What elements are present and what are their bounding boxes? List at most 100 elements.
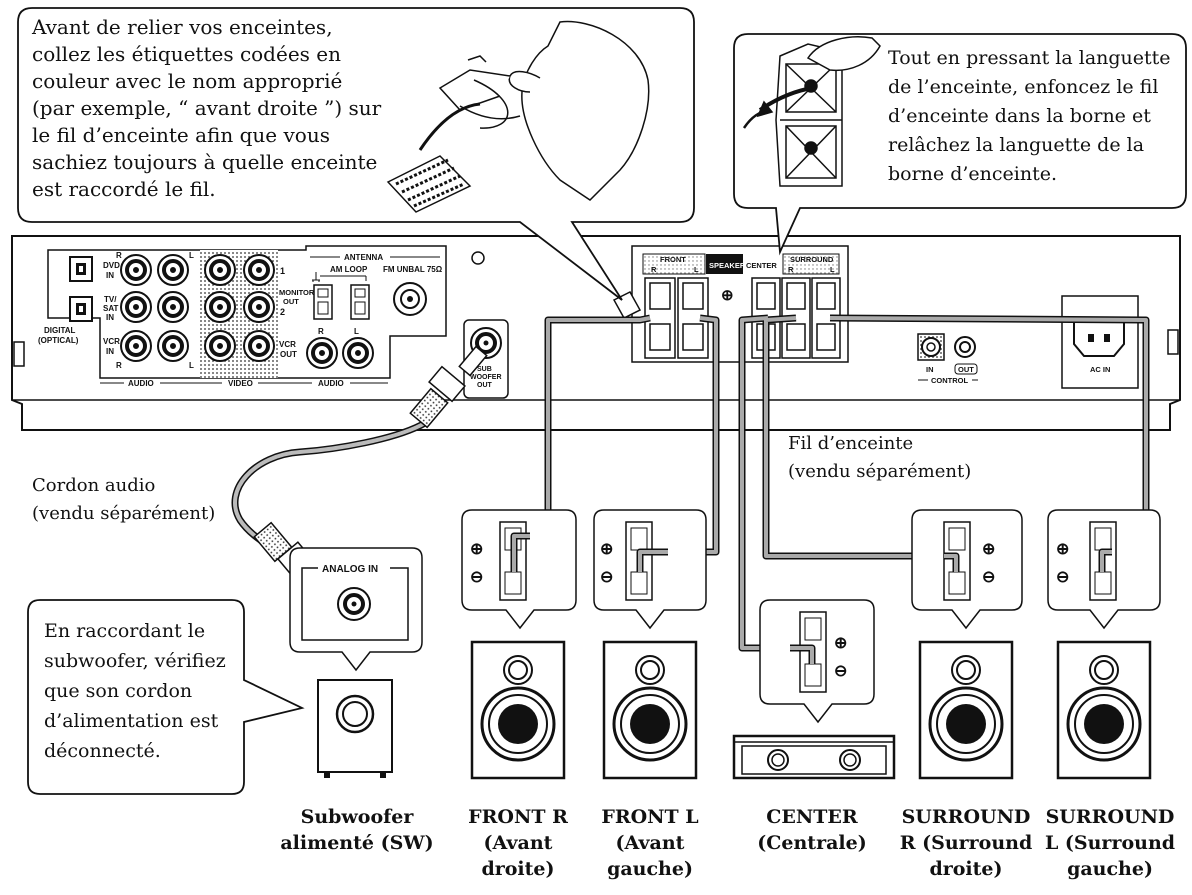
speaker-inset-center xyxy=(759,599,875,724)
video-label: VIDEO xyxy=(228,379,253,388)
rca-jack-icon xyxy=(120,254,374,369)
digital-optical-label-2: (OPTICAL) xyxy=(38,336,79,345)
callout-line: sachiez toujours à quelle enceinte xyxy=(32,150,378,174)
callout-line: borne d’enceinte. xyxy=(888,163,1058,185)
subwoofer-callout-bubble xyxy=(27,599,305,795)
caption-line: Subwoofer xyxy=(300,806,414,828)
labels-callout-text: Avant de relier vos enceintes, collez le… xyxy=(32,14,381,203)
control-in-label: IN xyxy=(926,365,934,374)
caption-line: R (Surround xyxy=(899,832,1033,854)
sub-woofer-out-label-3: OUT xyxy=(477,382,493,389)
surround-r-caption: SURROUND R (Surround droite) xyxy=(898,804,1034,882)
front-l-caption: FRONT L (Avant gauche) xyxy=(594,804,706,882)
subwoofer-callout-text: En raccordant le subwoofer, vérifiez que… xyxy=(44,616,226,766)
ground-icon xyxy=(312,272,367,282)
surround-r-terminal-label: R xyxy=(788,265,794,274)
plus-icon: ⊕ xyxy=(470,541,483,558)
minus-icon: ⊖ xyxy=(834,663,847,680)
l-label-vcr-out: L xyxy=(354,327,359,336)
polarity-marks: ⊕ ⊖ ⊕ ⊖ ⊕ ⊖ ⊕ ⊖ ⊕ ⊖ xyxy=(470,541,1069,680)
r-label-vcr-out: R xyxy=(318,327,324,336)
caption-line: CENTER xyxy=(766,806,858,828)
antenna-label: ANTENNA xyxy=(344,253,383,262)
tv-sat-in-label-2: SAT xyxy=(103,304,119,313)
callout-line: d’alimentation est xyxy=(44,710,219,732)
minus-icon: ⊖ xyxy=(470,569,483,586)
analog-in-label: ANALOG IN xyxy=(322,564,378,575)
r-label-top: R xyxy=(116,251,122,260)
speaker-wire-label: Fil d’enceinte (vendu séparément) xyxy=(788,430,971,486)
callout-line: relâchez la languette de la xyxy=(888,134,1145,156)
digital-optical-label: DIGITAL xyxy=(44,326,76,335)
cable-label-line: (vendu séparément) xyxy=(32,503,216,524)
dvd-in-label-2: IN xyxy=(106,271,114,280)
monitor-out-label: MONITOR xyxy=(279,288,315,297)
receiver-rear-panel: DVD IN TV/ SAT IN VCR IN DIGITAL (OPTICA… xyxy=(11,235,1181,431)
audio-cord-label: Cordon audio (vendu séparément) xyxy=(32,472,215,528)
subwoofer-caption: Subwoofer alimenté (SW) xyxy=(278,804,436,856)
dvd-in-label: DVD xyxy=(103,261,120,270)
out-2-label: 2 xyxy=(280,307,285,317)
center-caption: CENTER (Centrale) xyxy=(742,804,882,856)
surround-l-terminal-label: L xyxy=(830,265,835,274)
front-r-terminal-label: R xyxy=(651,265,657,274)
tv-sat-in-label-3: IN xyxy=(106,313,114,322)
caption-line: L (Surround xyxy=(1044,832,1176,854)
callout-line: Avant de relier vos enceintes, xyxy=(32,15,333,39)
caption-line: droite) xyxy=(481,858,555,880)
caption-line: FRONT R xyxy=(468,806,568,828)
cable-label-line: Fil d’enceinte xyxy=(788,433,914,454)
r-label-bottom: R xyxy=(116,361,122,370)
monitor-out-label-2: OUT xyxy=(283,297,299,306)
subwoofer-icon xyxy=(317,679,393,778)
speaker-inset-front-l xyxy=(593,509,707,630)
color-label-sheet-icon xyxy=(386,102,481,213)
caption-line: (Avant xyxy=(483,832,553,854)
center-label: CENTER xyxy=(746,261,777,270)
am-loop-terminal-icon xyxy=(313,284,370,320)
callout-line: le fil d’enceinte afin que vous xyxy=(32,123,330,147)
fm-unbal-label: FM UNBAL 75Ω xyxy=(383,265,443,274)
caption-line: (Avant xyxy=(615,832,685,854)
front-l-terminal-label: L xyxy=(694,265,699,274)
surround-label: SURROUND xyxy=(790,255,834,264)
audio-label-left: AUDIO xyxy=(128,379,154,388)
out-1-label: 1 xyxy=(280,266,285,276)
minus-icon: ⊖ xyxy=(600,569,613,586)
front-l-speaker-icon xyxy=(602,640,698,780)
caption-line: SURROUND xyxy=(1045,806,1175,828)
sub-woofer-out-label-2: WOOFER xyxy=(470,374,502,381)
audio-label-right: AUDIO xyxy=(318,379,344,388)
caption-line: gauche) xyxy=(1067,858,1153,880)
caption-line: gauche) xyxy=(607,858,693,880)
vcr-out-label: VCR xyxy=(279,340,296,349)
control-label: CONTROL xyxy=(931,376,968,385)
callout-line: est raccordé le fil. xyxy=(32,177,216,201)
plus-icon: ⊕ xyxy=(600,541,613,558)
analog-in-inset xyxy=(289,547,423,672)
caption-line: droite) xyxy=(929,858,1003,880)
control-out-label: OUT xyxy=(958,365,974,374)
caption-line: (Centrale) xyxy=(757,832,867,854)
callout-line: de l’enceinte, enfoncez le fil xyxy=(888,76,1159,98)
caption-line: SURROUND xyxy=(901,806,1031,828)
callout-line: En raccordant le xyxy=(44,620,206,642)
speaker-inset-surround-r xyxy=(911,509,1023,630)
hand-applying-label-icon xyxy=(438,20,650,201)
caption-line: FRONT L xyxy=(601,806,699,828)
front-label: FRONT xyxy=(660,255,686,264)
callout-line: d’enceinte dans la borne et xyxy=(888,105,1151,127)
callout-line: subwoofer, vérifiez xyxy=(44,650,226,672)
cable-label-line: Cordon audio xyxy=(32,475,156,496)
plus-mark: ⊕ xyxy=(721,287,734,304)
speakers-label: SPEAKERS xyxy=(709,261,750,270)
l-label-bottom: L xyxy=(189,361,194,370)
speaker-inset-front-r xyxy=(461,509,577,630)
cable-label-line: (vendu séparément) xyxy=(788,461,972,482)
plus-icon: ⊕ xyxy=(1056,541,1069,558)
callout-line: Tout en pressant la languette xyxy=(888,47,1171,69)
terminal-callout-text: Tout en pressant la languette de l’encei… xyxy=(888,44,1171,189)
tv-sat-in-label: TV/ xyxy=(104,295,117,304)
